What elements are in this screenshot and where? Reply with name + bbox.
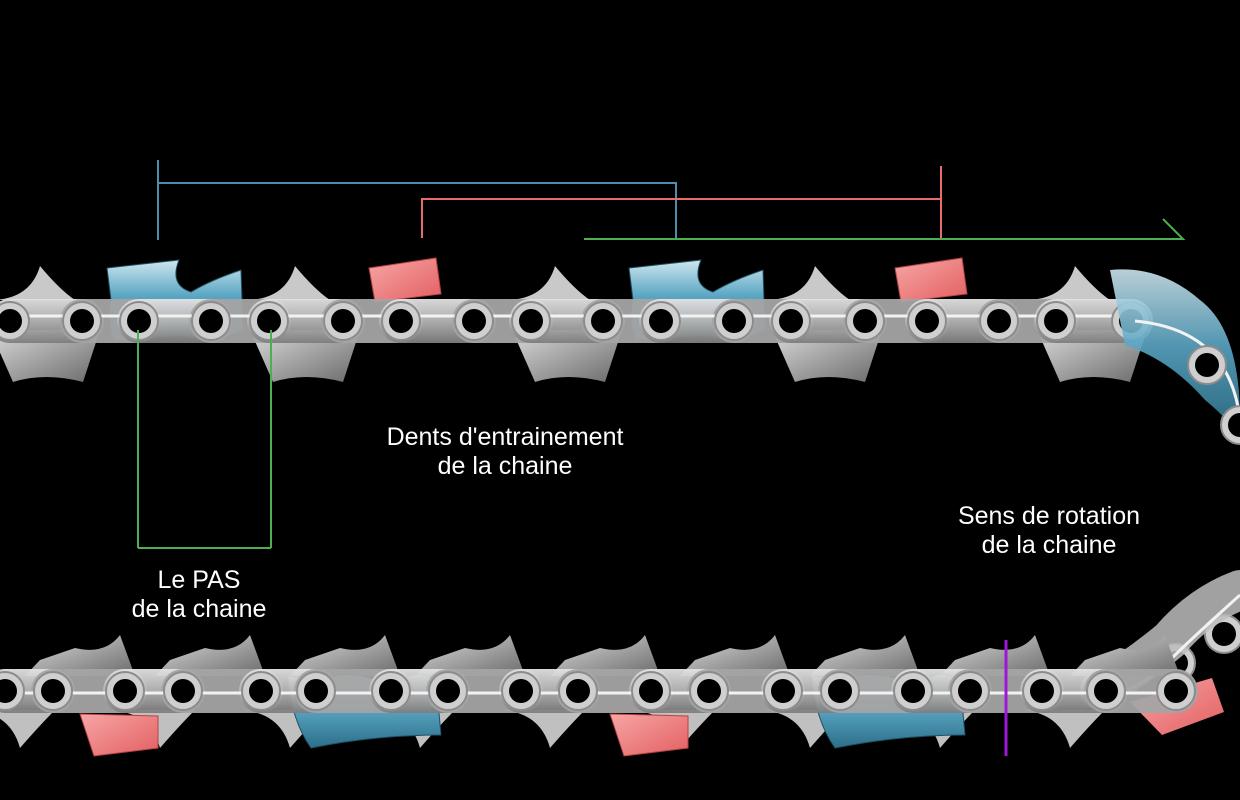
rivet-hole: [436, 679, 460, 703]
drive-link-tooth: [155, 635, 265, 676]
rivet-hole: [113, 679, 137, 703]
drive-links-label: Dents d'entrainement de la chaine: [345, 423, 665, 481]
rivet-hole: [331, 309, 355, 333]
rivet-hole: [199, 309, 223, 333]
drive-link-tooth: [680, 635, 790, 676]
rivet-hole: [649, 309, 673, 333]
rotation-label: Sens de rotation de la chaine: [919, 502, 1179, 560]
drive-link-tooth: [1070, 635, 1180, 676]
rivet-hole: [1044, 309, 1068, 333]
rivet-hole: [127, 309, 151, 333]
rivet-hole: [249, 679, 273, 703]
measurement-brackets: [157, 160, 1186, 240]
tie-strap-tooth: [245, 266, 330, 300]
rivet-hole: [958, 679, 982, 703]
rivet-hole: [304, 679, 328, 703]
tie-strap-tooth: [500, 710, 585, 748]
rivet-hole: [722, 309, 746, 333]
tie-strap-tooth: [765, 266, 850, 300]
rivet-hole: [828, 679, 852, 703]
tie-strap-tooth: [0, 710, 55, 748]
rivet-hole: [70, 309, 94, 333]
drive-link-tooth: [810, 635, 920, 676]
rotation-label-line2: de la chaine: [981, 531, 1117, 559]
rivet-hole: [462, 309, 486, 333]
nose-rivet-hole: [1228, 413, 1240, 437]
rotation-label-line1: Sens de rotation: [957, 502, 1141, 530]
rivet-hole: [987, 309, 1011, 333]
rivet-hole: [591, 309, 615, 333]
tie-strap-tooth: [1025, 266, 1110, 300]
rivet-hole: [901, 679, 925, 703]
rivet-hole: [171, 679, 195, 703]
rivet-hole: [697, 679, 721, 703]
drive-link-tooth: [290, 635, 400, 676]
drive-link-tooth: [415, 635, 525, 676]
rivet-hole: [519, 309, 543, 333]
pitch-label: Le PAS de la chaine: [99, 566, 299, 624]
pitch-bracket: [137, 330, 272, 549]
rivet-hole: [509, 679, 533, 703]
drive-links-label-line1: Dents d'entrainement: [386, 423, 624, 451]
rivet-hole: [257, 309, 281, 333]
drive-link-tooth: [550, 635, 660, 676]
rivet-hole: [1164, 679, 1188, 703]
tie-strap-tooth: [0, 266, 75, 300]
tie-strap-tooth: [1020, 710, 1105, 748]
rivet-hole: [779, 309, 803, 333]
red-bracket: [421, 166, 942, 238]
nose-rivet-hole: [1212, 622, 1236, 646]
tie-strap-tooth: [505, 266, 590, 300]
blue-bracket: [157, 160, 677, 240]
rivet-hole: [771, 679, 795, 703]
upper-chain-strand: [0, 257, 1153, 382]
upper-red-cutter: [894, 257, 968, 303]
pitch-label-line2: de la chaine: [131, 595, 267, 623]
rivet-hole: [915, 309, 939, 333]
lower-rivets: [0, 671, 1196, 711]
rivet-hole: [379, 679, 403, 703]
pitch-label-line1: Le PAS: [157, 566, 241, 594]
lower-red-cutter: [609, 713, 689, 757]
drive-link-tooth: [25, 635, 135, 676]
rivet-hole: [853, 309, 877, 333]
rivet-hole: [639, 679, 663, 703]
green-direction-arrow: [584, 218, 1186, 240]
rivet-hole: [0, 679, 17, 703]
lower-chain-strand: [0, 635, 1198, 757]
rivet-hole: [41, 679, 65, 703]
upper-red-cutter: [368, 257, 442, 303]
rivet-hole: [389, 309, 413, 333]
drive-links-label-line2: de la chaine: [437, 452, 573, 480]
rivet-hole: [0, 309, 22, 333]
rivet-hole: [1094, 679, 1118, 703]
rivet-hole: [566, 679, 590, 703]
drive-link-tooth: [940, 635, 1050, 676]
nose-blue-cutter: [1110, 269, 1240, 440]
nose-rivet-hole: [1195, 353, 1219, 377]
rivet-hole: [1030, 679, 1054, 703]
lower-red-cutter: [79, 713, 159, 757]
